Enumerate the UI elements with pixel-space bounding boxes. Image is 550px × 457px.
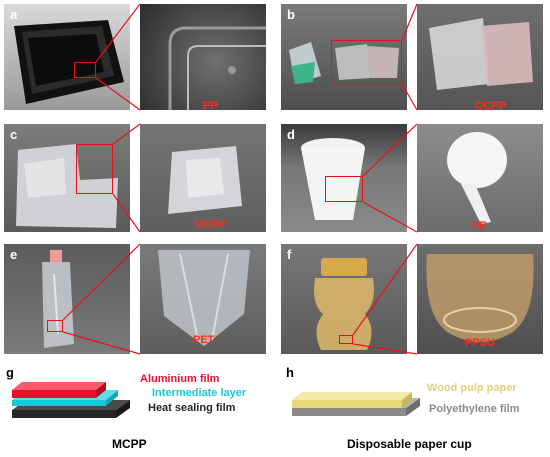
zoom-box-f — [339, 335, 353, 344]
pe-film-icon — [447, 132, 507, 224]
caption-mcpp: MCPP — [112, 437, 147, 451]
layer-label-polyethylene-film: Polyethylene film — [429, 403, 520, 415]
zoom-box-c — [76, 144, 113, 194]
zoom-box-a — [74, 62, 96, 78]
material-label-gcpp: GCPP — [475, 100, 507, 111]
zoom-box-d — [325, 176, 363, 202]
panel-letter-b: b — [287, 7, 295, 22]
panel-letter-h: h — [286, 365, 294, 380]
pp-corner-texture-icon — [168, 26, 266, 110]
photo-e-pet-bottle: e — [4, 244, 130, 354]
panel-letter-g: g — [6, 365, 14, 380]
paper-cup-layer-diagram — [292, 392, 420, 416]
pet-bottle-icon — [42, 250, 74, 348]
panel-letter-a: a — [10, 7, 18, 22]
layer-label-wood-pulp-paper: Wood pulp paper — [427, 382, 517, 394]
panel-letter-d: d — [287, 127, 295, 142]
zoom-box-e — [47, 320, 63, 332]
layer-label-intermediate-layer: Intermediate layer — [152, 387, 247, 399]
mcpp-zoom-foil-icon — [168, 146, 242, 214]
paper-cup-icon — [301, 138, 365, 220]
mcpp-foil-icon — [16, 144, 118, 228]
photo-e-zoom: PET — [140, 244, 266, 354]
panel-letter-e: e — [10, 247, 18, 262]
photo-d-paper-cup: d — [281, 124, 407, 232]
photo-b-gcpp-bags: b — [281, 4, 407, 110]
mcpp-layer-diagram — [12, 382, 130, 418]
photo-a-pp-box: a — [4, 4, 130, 110]
layer-label-heat-sealing-film: Heat sealing film — [148, 402, 236, 414]
gcpp-zoom-film-icon — [429, 18, 533, 90]
photo-d-zoom: PE — [417, 124, 543, 232]
photo-c-mcpp-film: c — [4, 124, 130, 232]
layer-label-aluminium-film: Aluminium film — [140, 373, 220, 385]
caption-disposable-paper-cup: Disposable paper cup — [347, 437, 472, 451]
material-label-pp: PP — [203, 100, 218, 111]
photo-f-zoom: PPSU — [417, 244, 543, 354]
material-label-pe: PE — [472, 220, 487, 232]
photo-a-zoom: PP — [140, 4, 266, 110]
photo-b-zoom: GCPP — [417, 4, 543, 110]
panel-letter-f: f — [287, 247, 292, 262]
material-label-pet: PET — [193, 334, 215, 346]
ppsu-zoom-icon — [426, 254, 534, 342]
material-label-ppsu: PPSU — [465, 337, 495, 349]
material-label-mcpp: MCPP — [194, 219, 226, 231]
black-pp-box-icon — [14, 20, 124, 104]
zoom-box-b — [331, 40, 402, 84]
photo-c-zoom: MCPP — [140, 124, 266, 232]
panel-letter-c: c — [10, 127, 18, 142]
pet-zoom-icon — [158, 250, 250, 346]
gcpp-film-icon — [289, 42, 399, 84]
photo-f-ppsu-bottle: f — [281, 244, 407, 354]
